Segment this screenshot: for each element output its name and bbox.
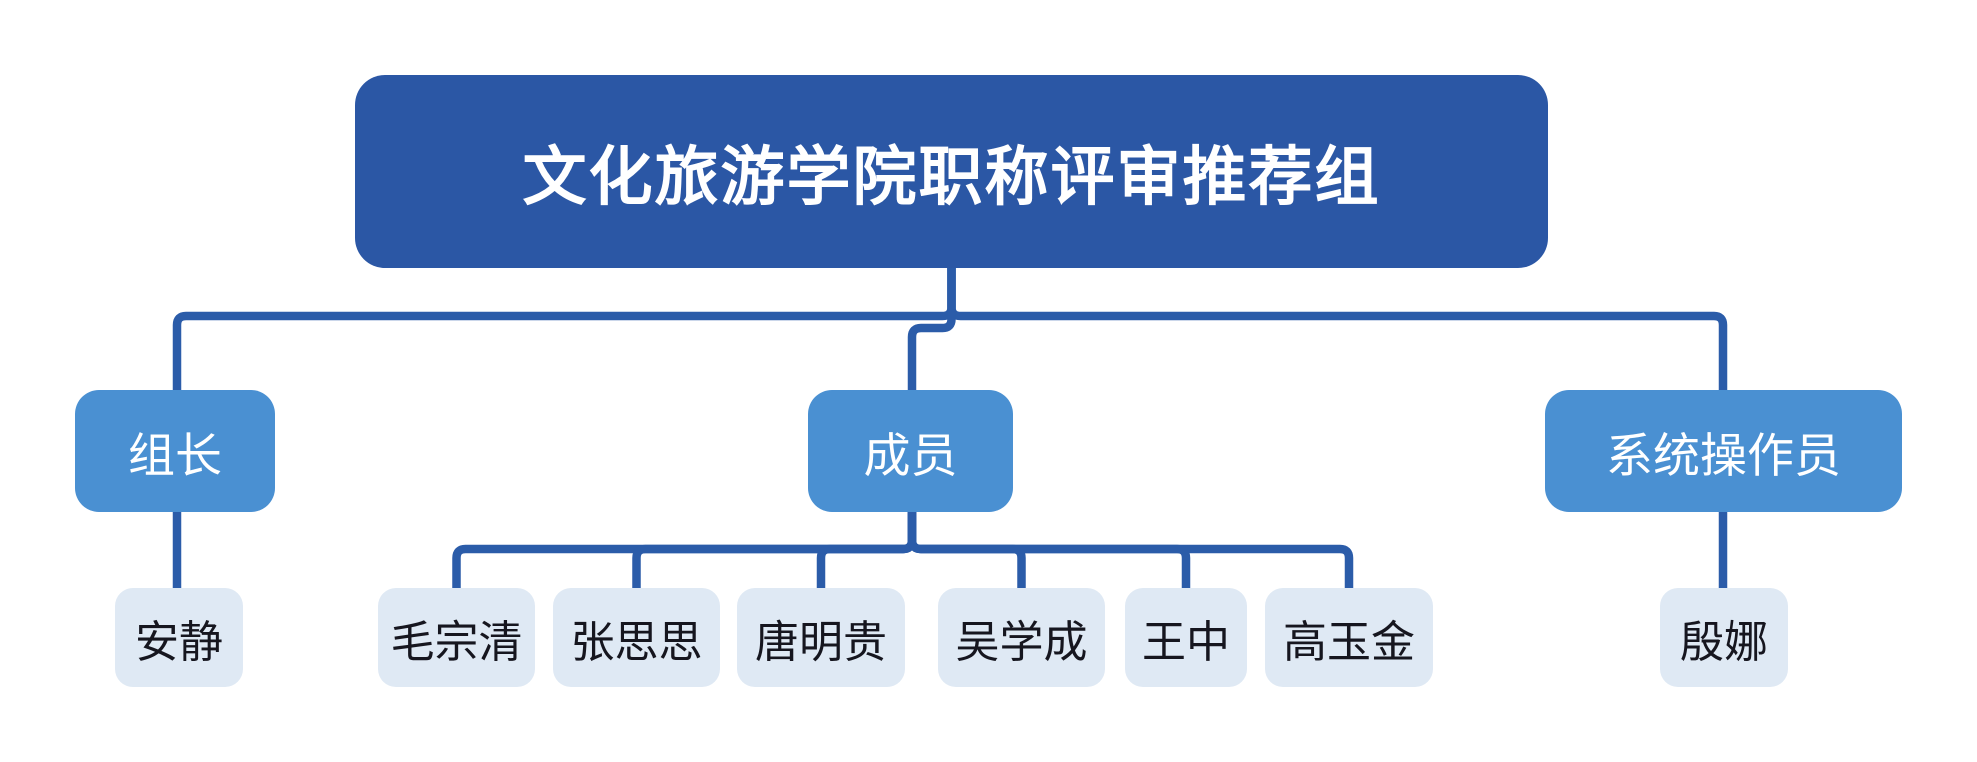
node-group-leader-label: 组长 — [128, 428, 222, 482]
connector-root-to-members — [907, 266, 956, 392]
node-leaf-wangzhong[interactable]: 王中 — [1125, 588, 1247, 687]
connector-members-to-gaoyujin — [907, 510, 1354, 590]
node-leaf-tangminggui[interactable]: 唐明贵 — [737, 588, 905, 687]
node-root-label: 文化旅游学院职称评审推荐组 — [522, 140, 1381, 213]
node-group-operator[interactable]: 系统操作员 — [1545, 390, 1902, 512]
node-leaf-wangzhong-label: 王中 — [1142, 617, 1230, 667]
node-group-members-label: 成员 — [863, 428, 958, 482]
node-root[interactable]: 文化旅游学院职称评审推荐组 — [355, 75, 1548, 268]
node-leaf-zhangsisi-label: 张思思 — [570, 617, 703, 667]
node-group-members[interactable]: 成员 — [808, 390, 1013, 512]
node-leaf-maozongqing-label: 毛宗清 — [390, 617, 523, 667]
node-leaf-tangminggui-label: 唐明贵 — [755, 617, 887, 667]
node-leaf-zhangsisi[interactable]: 张思思 — [553, 588, 720, 687]
node-leaf-yinna-label: 殷娜 — [1680, 617, 1768, 667]
node-leaf-wuxuecheng-label: 吴学成 — [955, 617, 1088, 667]
node-leaf-anjing-label: 安静 — [135, 617, 223, 667]
node-leaf-gaoyujin[interactable]: 高玉金 — [1265, 588, 1433, 687]
node-leaf-wuxuecheng[interactable]: 吴学成 — [938, 588, 1105, 687]
connector-root-to-leader — [172, 266, 956, 392]
connector-members-to-tangminggui — [816, 510, 917, 590]
node-group-operator-label: 系统操作员 — [1606, 428, 1841, 482]
node-leaf-yinna[interactable]: 殷娜 — [1660, 588, 1788, 687]
node-leaf-maozongqing[interactable]: 毛宗清 — [378, 588, 535, 687]
node-leaf-gaoyujin-label: 高玉金 — [1283, 617, 1415, 667]
connector-root-to-operator — [947, 266, 1728, 392]
node-leaf-anjing[interactable]: 安静 — [115, 588, 243, 687]
node-group-leader[interactable]: 组长 — [75, 390, 275, 512]
